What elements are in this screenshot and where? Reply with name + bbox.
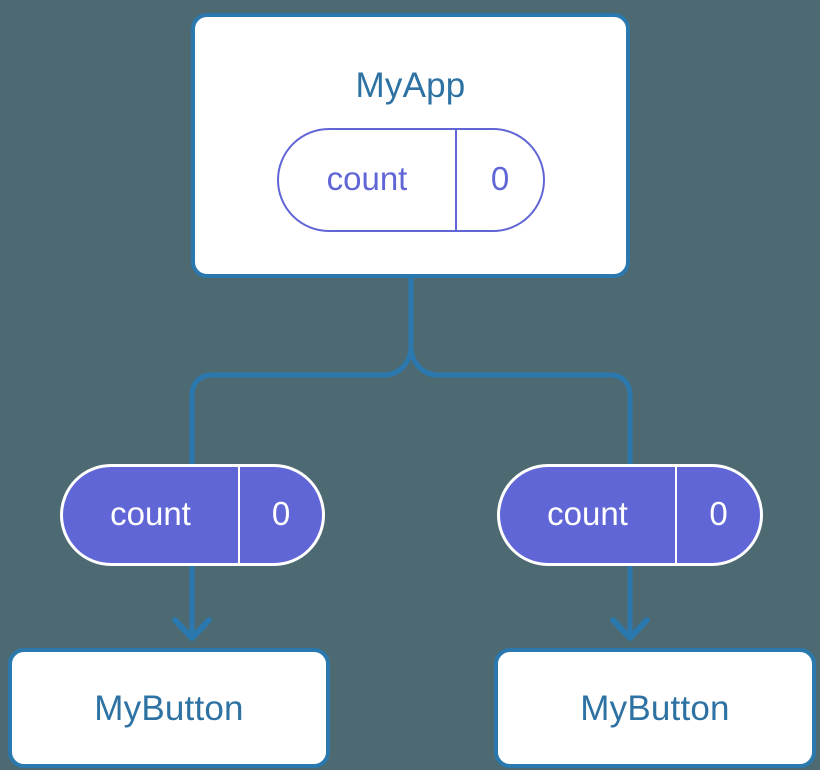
branch-connector-left	[189, 348, 414, 464]
branch-connector-right	[408, 348, 633, 464]
state-pill-key: count	[279, 130, 457, 230]
state-pill-value: 0	[490, 160, 510, 197]
component-title-mybutton: MyButton	[580, 688, 730, 728]
prop-pill-value: 0	[709, 495, 728, 532]
state-pill-myapp-count[interactable]: count 0	[277, 128, 545, 232]
arrow-head-left-icon	[172, 617, 212, 641]
component-title-myapp: MyApp	[355, 66, 466, 105]
prop-pill-key: count	[500, 467, 677, 563]
component-title-mybutton: MyButton	[94, 688, 244, 728]
prop-pill-value: 0	[271, 495, 291, 532]
prop-pill-right-count[interactable]: count 0	[497, 464, 763, 566]
prop-pill-key: count	[63, 467, 240, 563]
prop-pill-left-count[interactable]: count 0	[60, 464, 325, 566]
component-box-mybutton-left[interactable]: MyButton	[8, 648, 330, 768]
arrow-head-right-icon	[610, 617, 650, 641]
component-box-mybutton-right[interactable]: MyButton	[494, 648, 816, 768]
